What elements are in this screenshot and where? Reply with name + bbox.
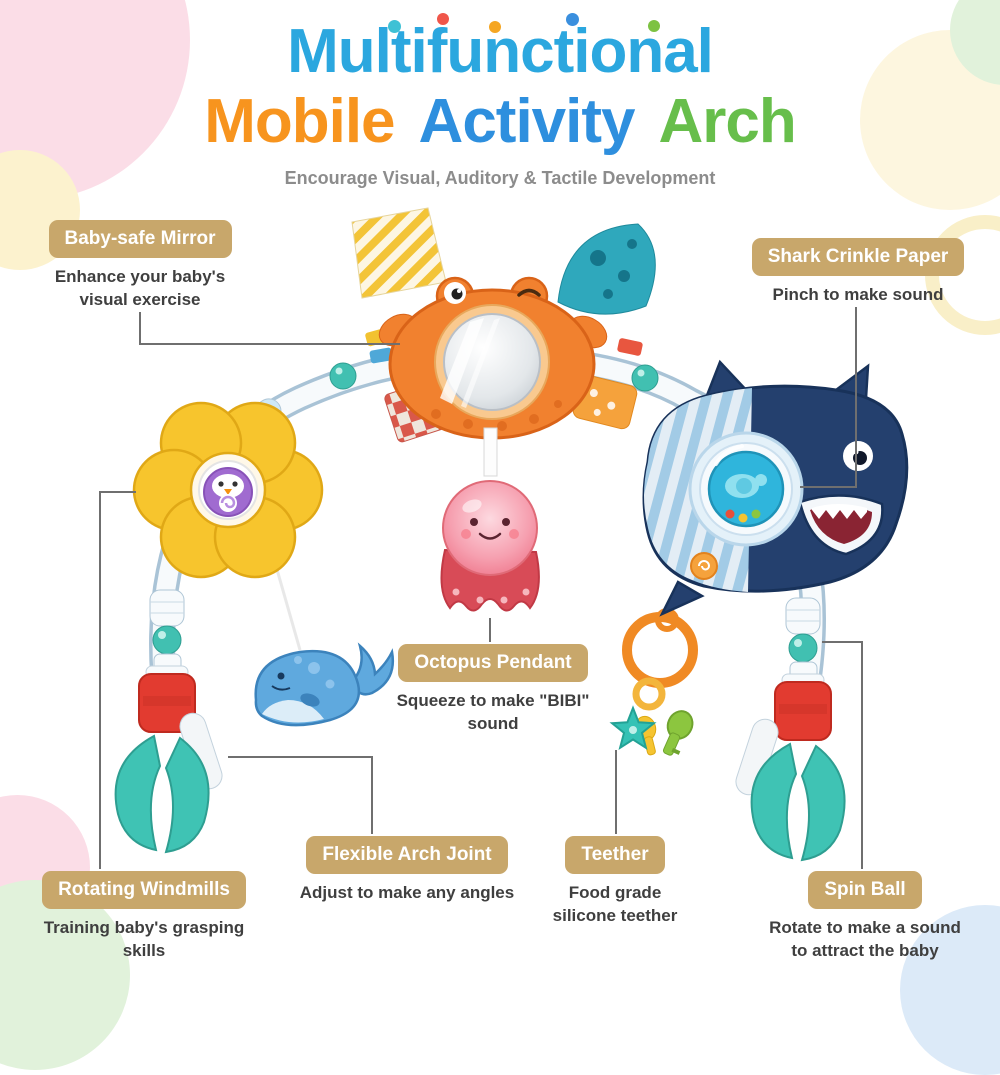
- clamp-right: [735, 673, 846, 862]
- title-word-mobile: Mobile: [204, 87, 395, 156]
- callout-spin-ball: Spin Ball Rotate to make a sound to attr…: [765, 871, 965, 963]
- title-word-arch: Arch: [658, 87, 797, 156]
- callout-desc-teether: Food grade silicone teether: [552, 883, 678, 925]
- leader-line-shark: [800, 307, 857, 488]
- leader-line-arch-joint: [228, 756, 373, 834]
- headline-dot-green: [648, 20, 660, 32]
- striped-tag: [351, 207, 447, 299]
- headline-dot-red: [437, 13, 449, 25]
- headline-dot-teal: [388, 20, 401, 33]
- callout-label-teether: Teether: [565, 836, 665, 874]
- page-subtitle: Encourage Visual, Auditory & Tactile Dev…: [284, 168, 716, 188]
- page-title-line2: Mobile Activity Arch: [0, 86, 1000, 157]
- polkadot-fin-tag: [557, 223, 656, 315]
- callout-teether: Teether Food grade silicone teether: [540, 836, 690, 928]
- callout-desc-windmill: Training baby's grasping skills: [43, 918, 245, 960]
- octopus-pendant-toy: [440, 427, 540, 612]
- shark-toy: [642, 359, 909, 617]
- leader-line-windmill: [99, 491, 136, 869]
- penguin-character: [203, 467, 253, 517]
- callout-desc-shark: Pinch to make sound: [772, 285, 944, 304]
- callout-label-windmill: Rotating Windmills: [42, 871, 246, 909]
- crab-eye-wink: [517, 288, 541, 297]
- callout-label-arch-joint: Flexible Arch Joint: [306, 836, 508, 874]
- arch-toy-illustration: [99, 207, 909, 869]
- windmill-toy: [132, 401, 324, 651]
- callout-desc-arch-joint: Adjust to make any angles: [299, 883, 515, 902]
- clamp-left: [114, 665, 223, 854]
- right-pole: [785, 597, 821, 683]
- callout-shark: Shark Crinkle Paper Pinch to make sound: [748, 238, 968, 307]
- headline-dot-blue: [566, 13, 579, 26]
- callout-mirror: Baby-safe Mirror Enhance your baby's vis…: [35, 220, 245, 312]
- leader-lines: [99, 307, 863, 869]
- leader-line-spin-ball: [822, 641, 863, 869]
- whale-teether-toy: [254, 642, 395, 727]
- leader-line-mirror: [139, 312, 400, 345]
- left-pole: [149, 589, 185, 675]
- key-teether-toy: [609, 608, 698, 756]
- callout-arch-joint: Flexible Arch Joint Adjust to make any a…: [292, 836, 522, 905]
- callout-windmill: Rotating Windmills Training baby's grasp…: [40, 871, 248, 963]
- callout-label-spin-ball: Spin Ball: [808, 871, 922, 909]
- callout-octopus: Octopus Pendant Squeeze to make "BIBI" s…: [388, 644, 598, 736]
- arch-joint-ball-left: [329, 362, 357, 390]
- title-word-activity: Activity: [418, 87, 636, 156]
- callout-desc-mirror: Enhance your baby's visual exercise: [54, 267, 226, 309]
- callout-label-mirror: Baby-safe Mirror: [48, 220, 232, 258]
- callout-label-shark: Shark Crinkle Paper: [751, 238, 965, 276]
- callout-label-octopus: Octopus Pendant: [398, 644, 588, 682]
- callout-desc-spin-ball: Rotate to make a sound to attract the ba…: [769, 918, 961, 960]
- headline-dot-orange: [489, 21, 501, 33]
- callout-desc-octopus: Squeeze to make "BIBI" sound: [396, 691, 590, 733]
- arch-joint-ball-right: [631, 364, 659, 392]
